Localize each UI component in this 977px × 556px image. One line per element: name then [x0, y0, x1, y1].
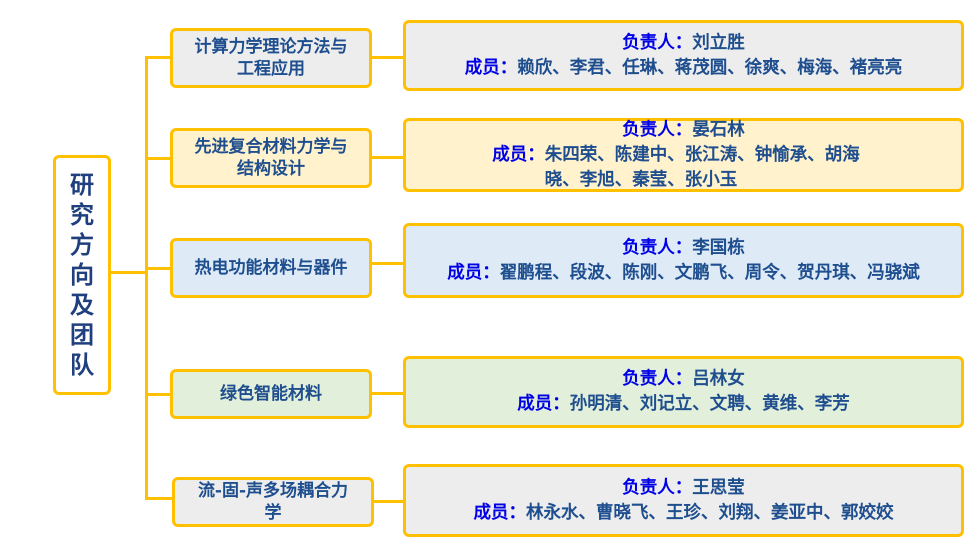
team-node: 负责人：吕林女 成员：孙明清、刘记立、文聘、黄维、李芳 [403, 356, 964, 428]
connector [145, 56, 170, 59]
leader-name: 晏石林 [692, 119, 745, 140]
root-title: 研究方向及团队 [70, 171, 94, 379]
members-row: 成员：朱四荣、陈建中、张江涛、钟愉承、胡海晓、李旭、秦莹、张小玉 [492, 143, 875, 193]
leader-label: 负责人： [622, 119, 693, 140]
leader-row: 负责人：刘立胜 [622, 31, 745, 56]
member-label: 成员： [473, 502, 527, 523]
leader-name: 吕林女 [692, 369, 745, 389]
member-names: 翟鹏程、段波、陈刚、文鹏飞、周令、贺丹琪、冯骁斌 [499, 262, 920, 283]
connector [372, 56, 403, 59]
category-title: 流-固-声多场耦合力学 [197, 481, 349, 523]
leader-label: 负责人： [622, 369, 693, 389]
leader-name: 李国栋 [692, 237, 745, 258]
team-node: 负责人：李国栋 成员：翟鹏程、段波、陈刚、文鹏飞、周令、贺丹琪、冯骁斌 [403, 223, 964, 298]
leader-label: 负责人： [622, 237, 693, 258]
category-title: 绿色智能材料 [220, 384, 322, 404]
connector [145, 497, 172, 500]
member-names: 孙明清、刘记立、文聘、黄维、李芳 [569, 394, 850, 414]
member-names: 赖欣、李君、任琳、蒋茂圆、徐爽、梅海、褚亮亮 [517, 57, 903, 78]
team-node: 负责人：刘立胜 成员：赖欣、李君、任琳、蒋茂圆、徐爽、梅海、褚亮亮 [403, 20, 964, 91]
member-names: 朱四荣、陈建中、张江涛、钟愉承、胡海晓、李旭、秦莹、张小玉 [544, 144, 860, 190]
leader-name: 王思莹 [692, 477, 745, 498]
category-title: 计算力学理论方法与工程应用 [194, 37, 348, 79]
connector [145, 267, 170, 270]
member-label: 成员： [492, 144, 545, 165]
connector [145, 56, 148, 499]
connector [372, 156, 403, 159]
category-title: 热电功能材料与器件 [194, 258, 348, 278]
team-node: 负责人：晏石林 成员：朱四荣、陈建中、张江涛、钟愉承、胡海晓、李旭、秦莹、张小玉 [403, 118, 964, 192]
member-names: 林永水、曹晓飞、王珍、刘翔、姜亚中、郭姣姣 [526, 502, 894, 523]
leader-row: 负责人：王思莹 [622, 476, 745, 501]
category-node: 绿色智能材料 [170, 369, 372, 419]
connector [372, 392, 403, 395]
team-node: 负责人：王思莹 成员：林永水、曹晓飞、王珍、刘翔、姜亚中、郭姣姣 [403, 464, 964, 537]
category-title: 先进复合材料力学与结构设计 [194, 137, 348, 179]
member-label: 成员： [517, 394, 570, 414]
members-row: 成员：孙明清、刘记立、文聘、黄维、李芳 [517, 392, 850, 417]
connector [374, 500, 404, 503]
category-node: 先进复合材料力学与结构设计 [170, 128, 372, 188]
connector [111, 271, 147, 274]
category-node: 计算力学理论方法与工程应用 [170, 28, 372, 88]
connector [145, 157, 170, 160]
leader-label: 负责人： [622, 477, 693, 498]
members-row: 成员：林永水、曹晓飞、王珍、刘翔、姜亚中、郭姣姣 [474, 501, 894, 526]
member-label: 成员： [447, 262, 500, 283]
members-row: 成员：翟鹏程、段波、陈刚、文鹏飞、周令、贺丹琪、冯骁斌 [447, 261, 920, 286]
member-label: 成员： [464, 57, 518, 78]
leader-name: 刘立胜 [692, 32, 745, 53]
category-node: 热电功能材料与器件 [170, 238, 372, 298]
leader-row: 负责人：晏石林 [622, 118, 745, 143]
leader-label: 负责人： [622, 32, 693, 53]
root-node: 研究方向及团队 [53, 155, 111, 395]
leader-row: 负责人：吕林女 [622, 367, 745, 392]
connector [372, 262, 403, 265]
leader-row: 负责人：李国栋 [622, 236, 745, 261]
members-row: 成员：赖欣、李君、任琳、蒋茂圆、徐爽、梅海、褚亮亮 [465, 56, 903, 81]
connector [145, 393, 170, 396]
category-node: 流-固-声多场耦合力学 [172, 477, 374, 527]
